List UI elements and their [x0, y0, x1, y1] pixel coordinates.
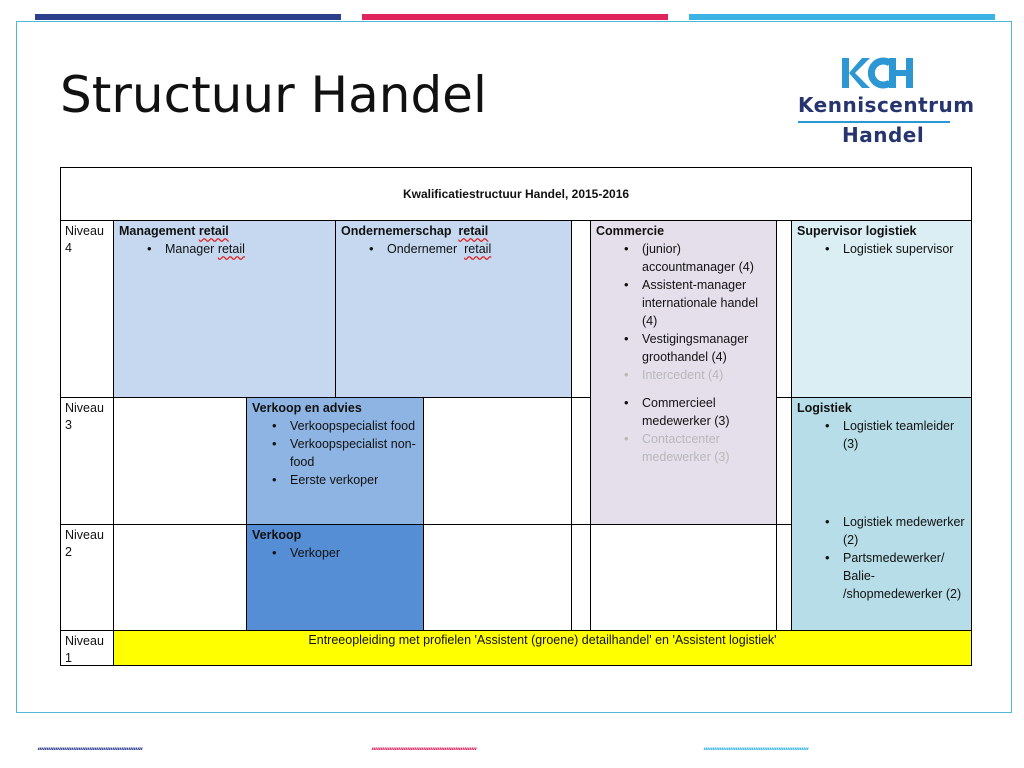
logo-line1: Kenniscentrum — [798, 93, 975, 117]
commercie-block: Commercie (junior) accountmanager (4) As… — [590, 220, 777, 525]
page-title: Structuur Handel — [60, 66, 487, 124]
top-bar-navy — [35, 14, 341, 20]
verkoop-advies-list: Verkoopspecialist food Verkoopspecialist… — [252, 417, 418, 489]
stripe-pattern: ////////////////////////////////////////… — [370, 747, 476, 751]
list-item: Logistiek supervisor — [825, 240, 966, 258]
blank-cell — [776, 524, 792, 631]
list-item: Ondernemer retail — [369, 240, 566, 258]
supervisor-logistiek-title: Supervisor logistiek — [797, 224, 917, 238]
list-item: Verkoper — [272, 544, 418, 562]
list-item: Logistiek medewerker (2) — [825, 513, 966, 549]
blank-cell — [113, 524, 247, 631]
footer-stripes-pink: ////////////////////////////////////////… — [370, 742, 665, 751]
verkoop-en-advies-block: Verkoop en advies Verkoopspecialist food… — [246, 397, 424, 525]
blank-cell — [113, 397, 247, 525]
ondernemerschap-retail-block: Ondernemerschap retail Ondernemer retail — [335, 220, 572, 398]
list-item: Verkoopspecialist non-food — [272, 435, 418, 471]
stripe-pattern: ////////////////////////////////////////… — [702, 747, 808, 751]
logo-divider — [798, 121, 950, 123]
list-item: Partsmedewerker/ Balie- /shopmedewerker … — [825, 549, 966, 603]
level-3-label: Niveau 3 — [60, 397, 114, 525]
entreeopleiding-bar: Entreeopleiding met profielen 'Assistent… — [113, 630, 972, 666]
supervisor-logistiek-block: Supervisor logistiek Logistiek superviso… — [791, 220, 972, 398]
list-item: Assistent-manager internationale handel … — [624, 276, 771, 330]
list-item: Eerste verkoper — [272, 471, 418, 489]
list-item: Contactcenter medewerker (3) — [624, 430, 771, 466]
commercie-list: (junior) accountmanager (4) Assistent-ma… — [596, 240, 771, 384]
verkoop-en-advies-title: Verkoop en advies — [252, 401, 362, 415]
logistiek-list: Logistiek teamleider (3) — [797, 417, 966, 453]
level-4-label: Niveau 4 — [60, 220, 114, 398]
logistiek-list-level2: Logistiek medewerker (2) Partsmedewerker… — [797, 513, 966, 603]
supervisor-list: Logistiek supervisor — [797, 240, 966, 258]
level-2-label: Niveau 2 — [60, 524, 114, 631]
commercie-list-level3: Commercieel medewerker (3) Contactcenter… — [596, 394, 771, 466]
qualification-table: Kwalificatiestructuur Handel, 2015-2016 … — [60, 167, 972, 666]
blank-cell — [423, 397, 572, 525]
stripe-pattern: ////////////////////////////////////////… — [36, 747, 142, 751]
management-retail-list: Manager retail — [119, 240, 330, 258]
verkoop-title: Verkoop — [252, 528, 302, 542]
list-item: Logistiek teamleider (3) — [825, 417, 966, 453]
verkoop-block: Verkoop Verkoper — [246, 524, 424, 631]
list-item: (junior) accountmanager (4) — [624, 240, 771, 276]
list-item: Commercieel medewerker (3) — [624, 394, 771, 430]
table-header: Kwalificatiestructuur Handel, 2015-2016 — [60, 167, 972, 221]
management-retail-block: Management retail Manager retail — [113, 220, 336, 398]
logo-mark — [842, 55, 914, 100]
level-1-label: Niveau 1 — [60, 630, 114, 666]
verkoop-list: Verkoper — [252, 544, 418, 562]
list-item: Verkoopspecialist food — [272, 417, 418, 435]
kch-logo-icon — [842, 57, 913, 89]
blank-cell — [571, 397, 591, 525]
top-bar-pink — [362, 14, 668, 20]
ondernemerschap-retail-title: Ondernemerschap retail — [341, 224, 489, 238]
management-retail-title: Management retail — [119, 224, 229, 238]
footer-stripes-navy: ////////////////////////////////////////… — [36, 742, 336, 751]
blank-cell — [776, 220, 792, 398]
kenniscentrum-logo: Kenniscentrum Handel — [790, 55, 974, 150]
top-bar-cyan — [689, 14, 995, 20]
list-item: Intercedent (4) — [624, 366, 771, 384]
ondernemerschap-list: Ondernemer retail — [341, 240, 566, 258]
logistiek-block: Logistiek Logistiek teamleider (3) Logis… — [791, 397, 972, 631]
blank-cell — [423, 524, 572, 631]
blank-cell — [571, 524, 591, 631]
commercie-title: Commercie — [596, 224, 665, 238]
slide-frame — [16, 21, 1012, 713]
footer-stripes-cyan: ////////////////////////////////////////… — [702, 742, 994, 751]
list-item: Vestigingsmanager groothandel (4) — [624, 330, 771, 366]
logo-line2: Handel — [842, 123, 925, 147]
blank-cell — [590, 524, 777, 631]
list-item: Manager retail — [147, 240, 330, 258]
logistiek-title: Logistiek — [797, 401, 852, 415]
blank-cell — [776, 397, 792, 525]
blank-cell — [571, 220, 591, 398]
